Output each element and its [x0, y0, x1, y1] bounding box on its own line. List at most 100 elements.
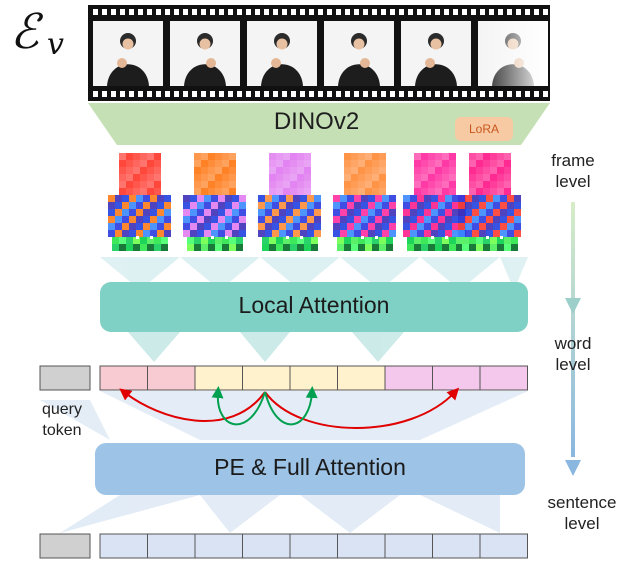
feature-cell — [183, 209, 190, 216]
feature-cell — [493, 202, 500, 209]
signer-body — [261, 64, 303, 86]
feature-cell — [140, 237, 147, 244]
feature-cell — [379, 160, 386, 167]
feature-cell — [297, 160, 304, 167]
feature-cell — [469, 167, 476, 174]
sentence-token — [194, 533, 243, 559]
feature-cell — [354, 223, 361, 230]
feature-cell — [438, 216, 445, 223]
feature-cell — [115, 216, 122, 223]
feature-cell — [344, 174, 351, 181]
feature-cell — [445, 195, 452, 202]
feature-cell — [129, 209, 136, 216]
film-sprocket — [129, 91, 134, 97]
feature-cell — [479, 230, 486, 237]
feature-cell — [438, 209, 445, 216]
feature-cell — [472, 202, 479, 209]
feature-cell — [143, 195, 150, 202]
feature-cell — [497, 160, 504, 167]
feature-cell — [108, 209, 115, 216]
feature-cell — [497, 188, 504, 195]
feature-cell — [204, 216, 211, 223]
feature-cell — [382, 202, 389, 209]
feature-cell — [297, 167, 304, 174]
feature-cell — [449, 160, 456, 167]
feature-cell — [372, 237, 379, 244]
feature-cell — [314, 216, 321, 223]
feature-cell — [143, 216, 150, 223]
film-sprocket — [381, 91, 386, 97]
feature-cell — [204, 195, 211, 202]
feature-highlight — [136, 236, 139, 239]
feature-cell — [358, 181, 365, 188]
feature-cell — [351, 160, 358, 167]
feature-cell — [194, 237, 201, 244]
feature-cell — [164, 209, 171, 216]
feature-cell — [379, 167, 386, 174]
feature-cell — [449, 181, 456, 188]
feature-cell — [190, 209, 197, 216]
dinov2-block — [88, 103, 550, 145]
film-sprocket — [237, 91, 242, 97]
feature-cell — [147, 153, 154, 160]
feature-cell — [204, 209, 211, 216]
feature-cell — [435, 174, 442, 181]
feature-cell — [414, 153, 421, 160]
feature-cell — [215, 237, 222, 244]
signer-face — [122, 38, 134, 50]
attention-arcs — [119, 386, 460, 429]
feature-cell — [410, 223, 417, 230]
feature-cell — [372, 160, 379, 167]
film-sprocket — [435, 9, 440, 15]
feature-map — [183, 153, 246, 251]
feature-cell — [449, 244, 456, 251]
feature-cell — [290, 174, 297, 181]
feature-cell — [140, 160, 147, 167]
feature-cell — [190, 223, 197, 230]
feature-cell — [490, 153, 497, 160]
feature-cell — [108, 202, 115, 209]
feature-cell — [431, 230, 438, 237]
feature-cell — [201, 153, 208, 160]
feature-cell — [490, 160, 497, 167]
feature-cell — [201, 160, 208, 167]
feature-cell — [476, 174, 483, 181]
feature-cell — [365, 167, 372, 174]
feature-cell — [293, 216, 300, 223]
feature-cell — [490, 174, 497, 181]
feature-cell — [194, 160, 201, 167]
feature-cell — [215, 153, 222, 160]
feature-cell — [490, 244, 497, 251]
feature-map — [403, 153, 466, 251]
sentence-token — [99, 533, 148, 559]
feature-cell — [358, 160, 365, 167]
feature-cell — [272, 202, 279, 209]
feature-cell — [347, 195, 354, 202]
feature-cell — [297, 244, 304, 251]
feature-cell — [442, 153, 449, 160]
feature-cell — [314, 230, 321, 237]
feature-cell — [311, 244, 318, 251]
feature-cell — [222, 188, 229, 195]
feature-cell — [514, 230, 521, 237]
feature-cell — [365, 188, 372, 195]
feature-cell — [122, 209, 129, 216]
feature-cell — [497, 167, 504, 174]
feature-cell — [307, 195, 314, 202]
feature-cell — [197, 230, 204, 237]
film-sprocket — [228, 91, 233, 97]
feature-cell — [389, 223, 396, 230]
feature-cell — [119, 160, 126, 167]
feature-cell — [225, 216, 232, 223]
film-sprocket — [327, 91, 332, 97]
feature-cell — [431, 209, 438, 216]
feature-cell — [201, 244, 208, 251]
feature-cell — [204, 230, 211, 237]
feature-cell — [122, 223, 129, 230]
feature-cell — [258, 202, 265, 209]
feature-cell — [504, 174, 511, 181]
sentence-level-line2: level — [564, 514, 600, 534]
feature-cell — [465, 230, 472, 237]
feature-cell — [232, 223, 239, 230]
feature-cell — [421, 188, 428, 195]
